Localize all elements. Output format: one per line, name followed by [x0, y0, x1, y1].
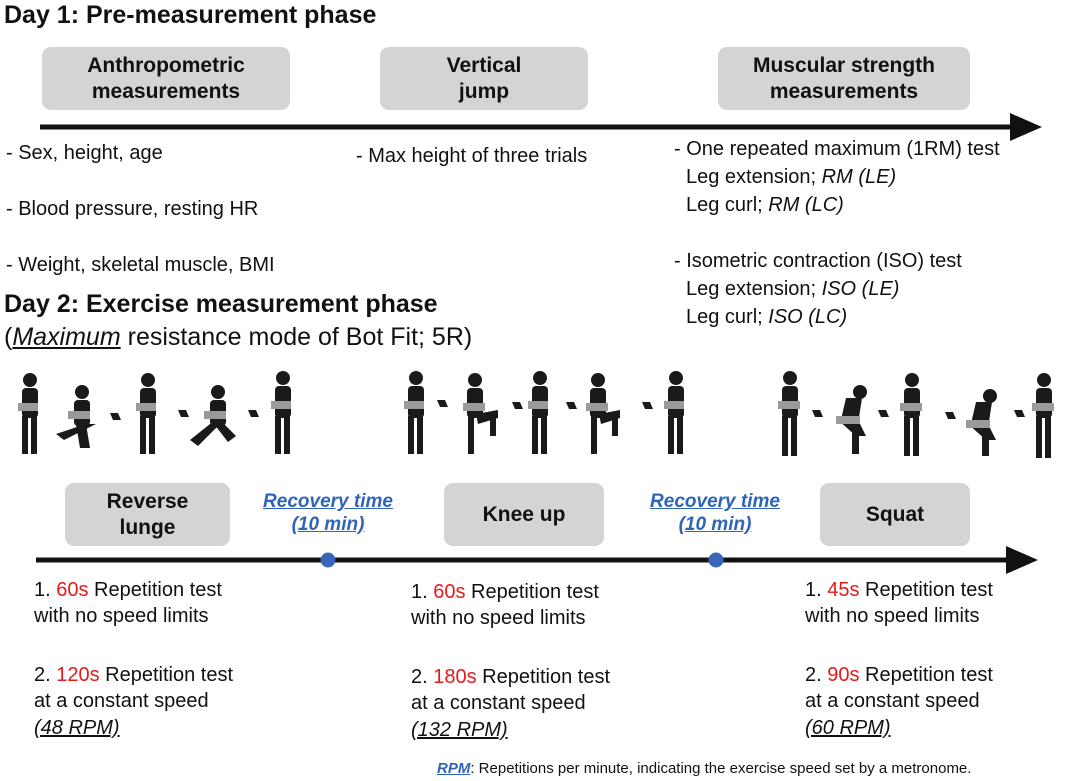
rm-test-title: - One repeated maximum (1RM) test [674, 138, 1000, 160]
recovery-time-2: Recovery time(10 min) [650, 491, 780, 535]
lunge-figure-stand-1 [18, 373, 38, 454]
squat-figure-2 [836, 385, 867, 454]
squat-box: Squat [820, 483, 970, 546]
squat-figure-3 [900, 373, 922, 456]
recovery-dot-1 [320, 552, 336, 568]
anthro-item-2: - Blood pressure, resting HR [6, 198, 259, 220]
kneeup-figure-3 [528, 371, 548, 454]
iso-leg-extension: Leg extension; ISO (LE) [686, 278, 900, 300]
lunge-figure-stand-3 [271, 371, 291, 454]
kneeup-figure-2 [463, 373, 498, 454]
lunge-figure-stand-2 [136, 373, 156, 454]
squat-figure-1 [778, 371, 800, 456]
kneeup-speed: (132 RPM) [411, 719, 508, 741]
kneeup-figure-1 [404, 371, 424, 454]
day2-title: Day 2: Exercise measurement phase [4, 290, 438, 318]
anthro-item-1: - Sex, height, age [6, 142, 163, 164]
rm-leg-curl: Leg curl; RM (LC) [686, 194, 844, 216]
exercise-figures [18, 371, 1054, 458]
kneeup-figure-5 [664, 371, 684, 454]
day2-arrowhead [1006, 546, 1038, 574]
squat-speed: (60 RPM) [805, 717, 891, 739]
squat-figure-5 [1032, 373, 1054, 458]
day1-title: Day 1: Pre-measurement phase [4, 1, 377, 29]
rm-leg-extension: Leg extension; RM (LE) [686, 166, 897, 188]
footnote: RPM: Repetitions per minute, indicating … [437, 760, 972, 777]
squat-figure-4 [966, 389, 997, 456]
kneeup-figure-4 [586, 373, 620, 454]
recovery-time-1: Recovery time(10 min) [263, 491, 393, 535]
recovery-dot-2 [708, 552, 724, 568]
lunge-figure-low-2 [190, 385, 236, 446]
anthro-item-3: - Weight, skeletal muscle, BMI [6, 254, 275, 276]
jump-item: - Max height of three trials [356, 145, 588, 167]
lunge-speed: (48 RPM) [34, 717, 120, 739]
day1-arrowhead [1010, 113, 1042, 141]
iso-leg-curl: Leg curl; ISO (LC) [686, 306, 848, 328]
iso-test-title: - Isometric contraction (ISO) test [674, 250, 962, 272]
lunge-figure-low-1 [56, 385, 96, 448]
day2-subtitle: (Maximum resistance mode of Bot Fit; 5R) [4, 323, 473, 351]
knee-up-box: Knee up [444, 483, 604, 546]
